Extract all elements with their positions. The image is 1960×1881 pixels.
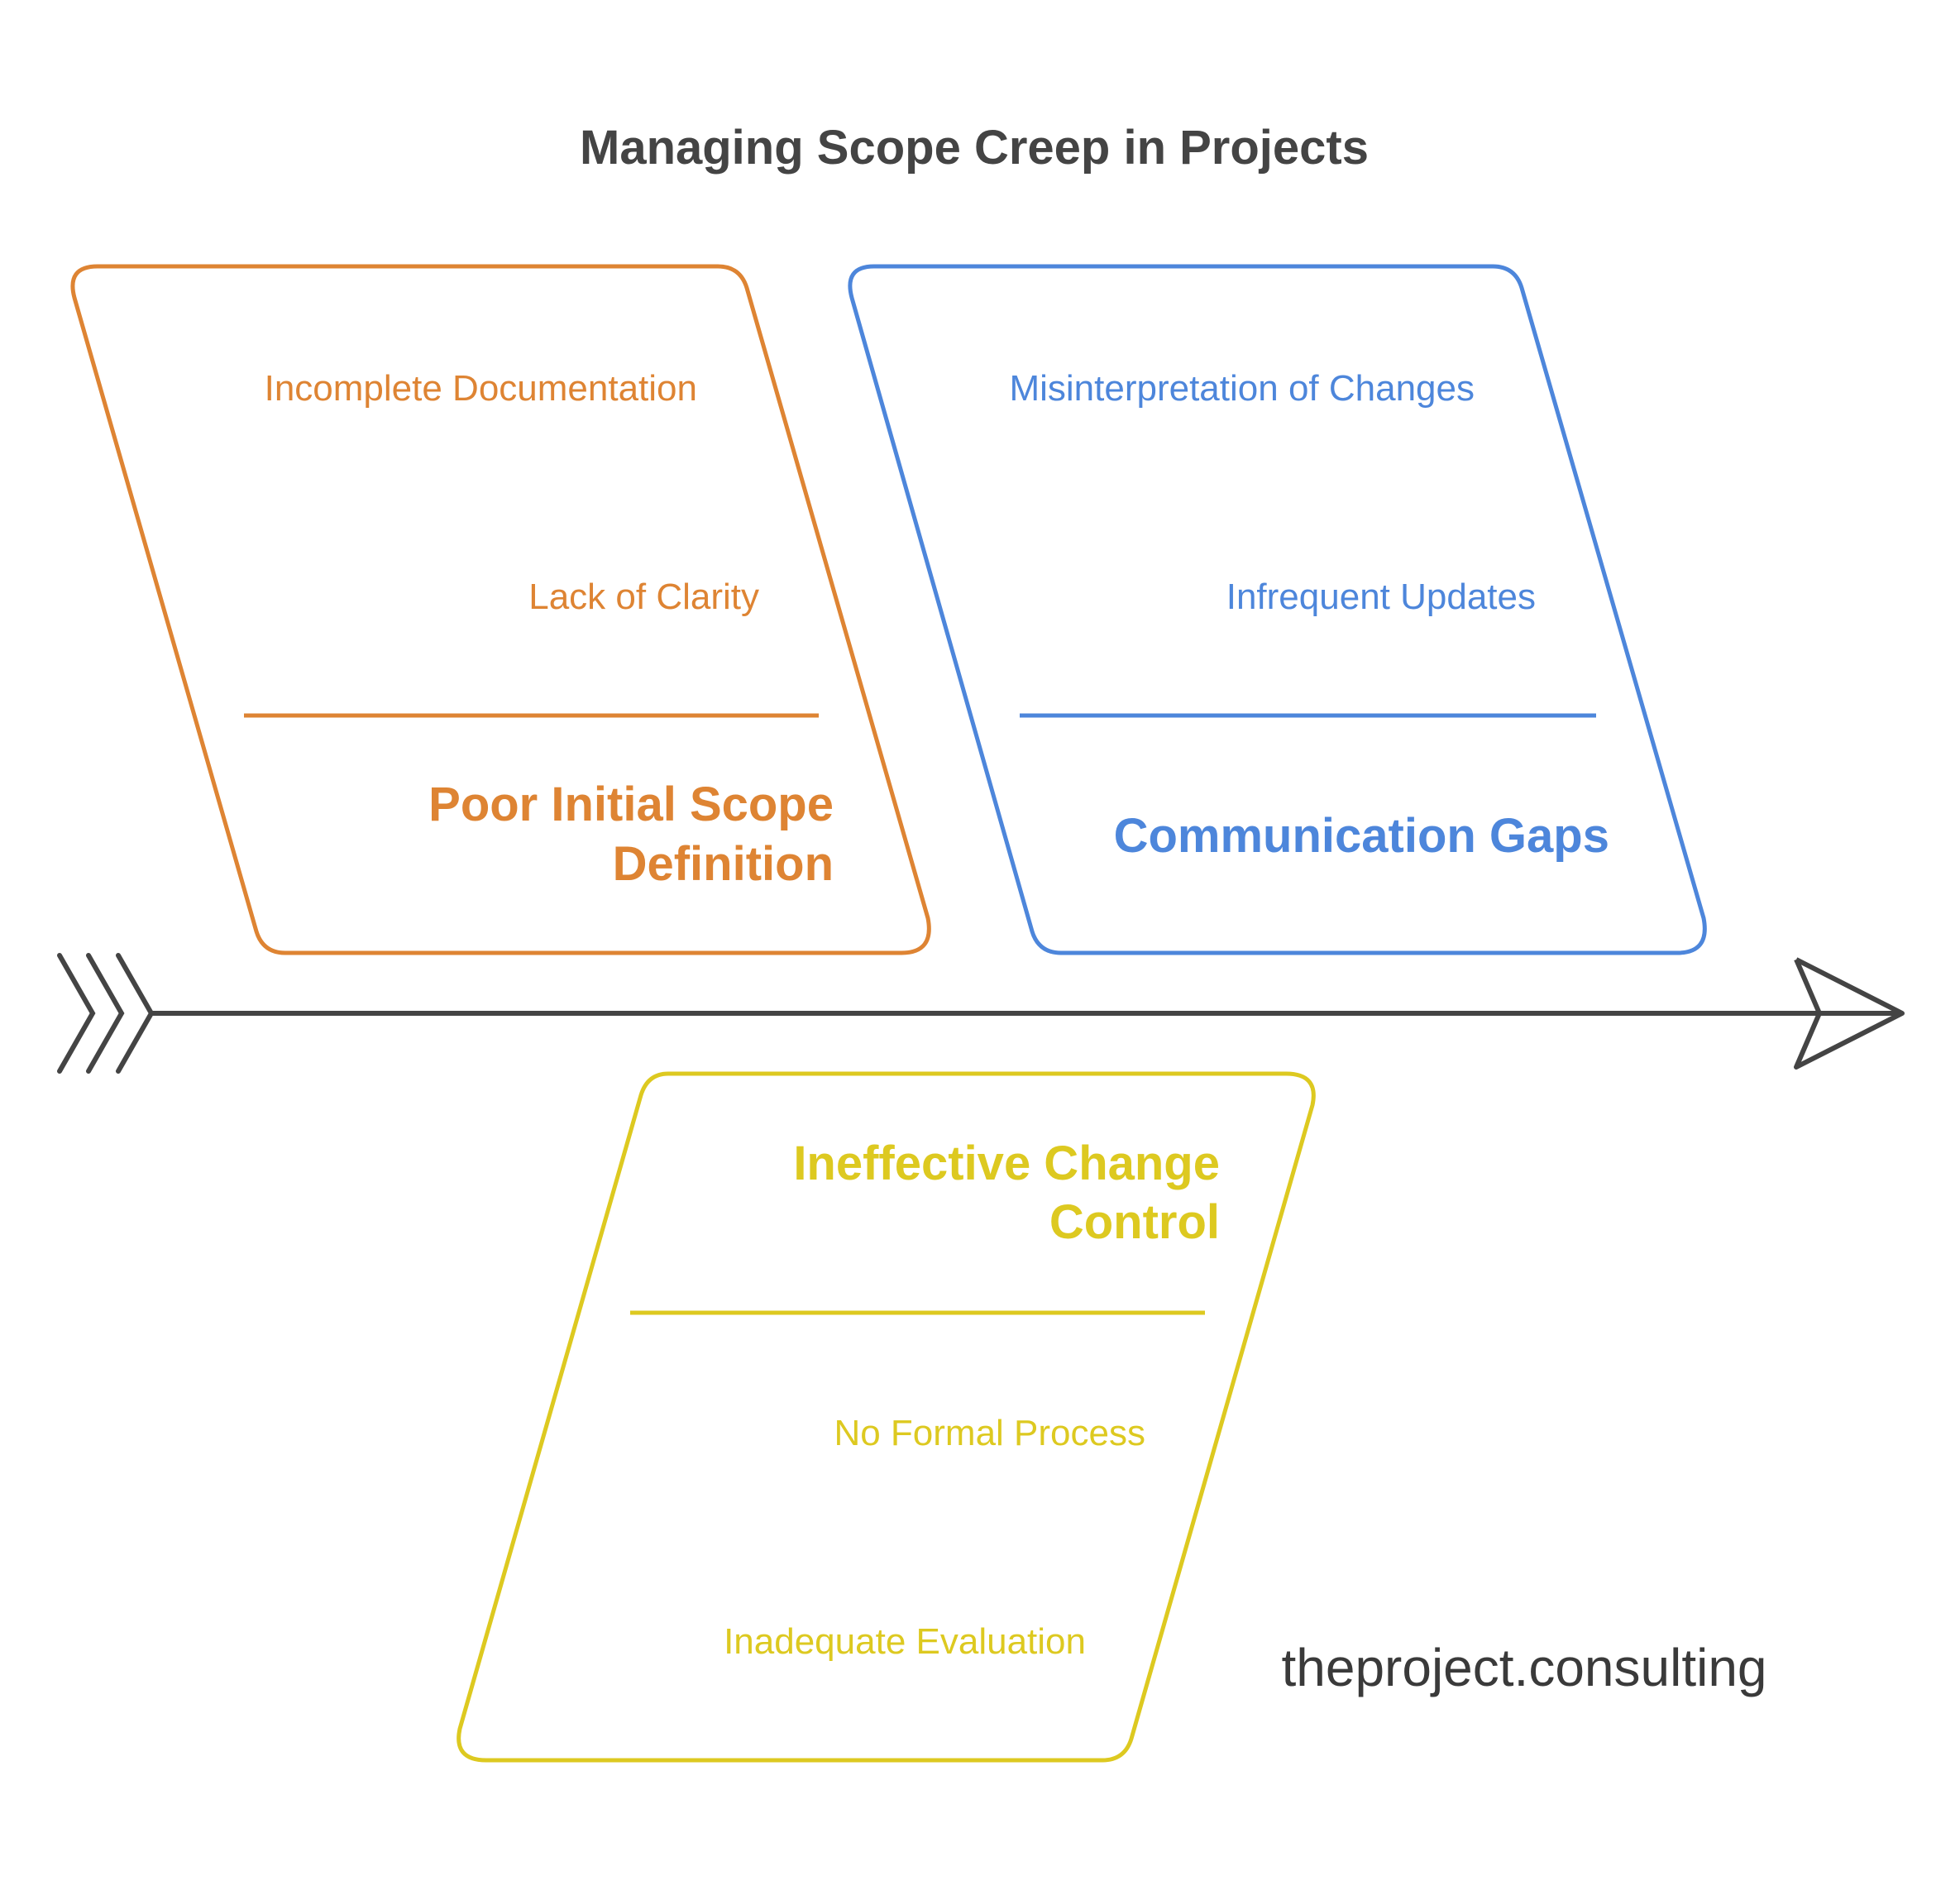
cause-no-formal-process: No Formal Process (834, 1413, 1145, 1453)
cause-infrequent-updates: Infrequent Updates (1226, 577, 1536, 617)
category-change-control-title-line2: Control (1049, 1195, 1220, 1249)
arrow-head (1794, 957, 1905, 1070)
tail-chevron-1 (57, 953, 96, 1074)
cause-misinterpretation-of-changes: Misinterpretation of Changes (1009, 368, 1475, 409)
spine-arrow (57, 953, 1905, 1074)
watermark: theproject.consulting (1281, 1638, 1766, 1697)
category-change-control: Ineffective Change Control No Formal Pro… (457, 1071, 1316, 1763)
category-communication: Misinterpretation of Changes Infrequent … (848, 264, 1707, 955)
tail-chevron-2 (86, 953, 125, 1074)
cause-incomplete-documentation: Incomplete Documentation (265, 368, 697, 409)
cause-lack-of-clarity: Lack of Clarity (528, 577, 759, 617)
category-poor-scope-title-line2: Definition (613, 837, 834, 891)
category-change-control-frame (457, 1071, 1316, 1763)
cause-inadequate-evaluation: Inadequate Evaluation (724, 1621, 1086, 1662)
category-communication-title: Communication Gaps (1114, 809, 1609, 863)
category-poor-scope-title-line1: Poor Initial Scope (428, 778, 834, 831)
category-communication-frame (848, 264, 1707, 955)
category-change-control-title-line1: Ineffective Change (793, 1137, 1220, 1190)
tail-chevron-3 (116, 953, 155, 1074)
category-poor-scope-frame (70, 264, 931, 955)
category-poor-scope: Incomplete Documentation Lack of Clarity… (70, 264, 931, 955)
diagram-title: Managing Scope Creep in Projects (580, 121, 1369, 175)
